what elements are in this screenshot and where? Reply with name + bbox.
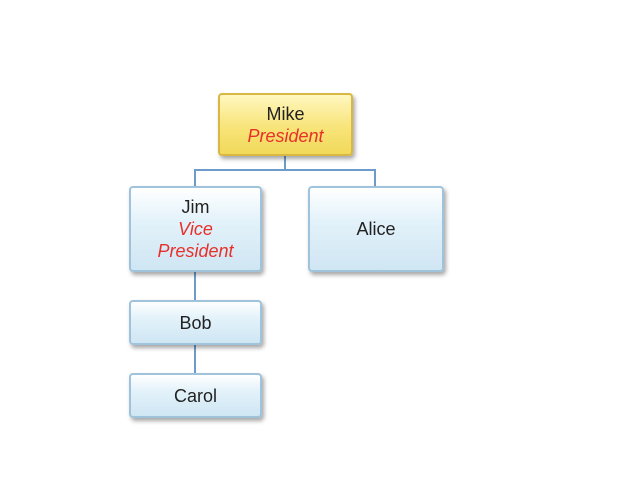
connector-jim-bob — [194, 272, 196, 301]
node-title: Vice President — [157, 219, 234, 261]
node-name: Alice — [356, 219, 396, 239]
org-node-jim[interactable]: Jim Vice President — [129, 186, 262, 272]
connector-to-jim — [194, 169, 196, 187]
node-name: Mike — [266, 103, 305, 124]
org-node-alice[interactable]: Alice — [308, 186, 444, 272]
node-name: Bob — [179, 312, 212, 333]
connector-mike-down — [284, 156, 286, 170]
node-name: Carol — [173, 385, 217, 406]
connector-bob-carol — [194, 345, 196, 374]
connector-horizontal-bar — [194, 169, 376, 171]
org-node-mike[interactable]: Mike President — [218, 93, 353, 156]
org-node-bob[interactable]: Bob — [129, 300, 262, 345]
connector-to-alice — [374, 169, 376, 187]
node-title: President — [247, 125, 324, 146]
node-name: Jim — [181, 197, 210, 217]
org-node-carol[interactable]: Carol — [129, 373, 262, 418]
